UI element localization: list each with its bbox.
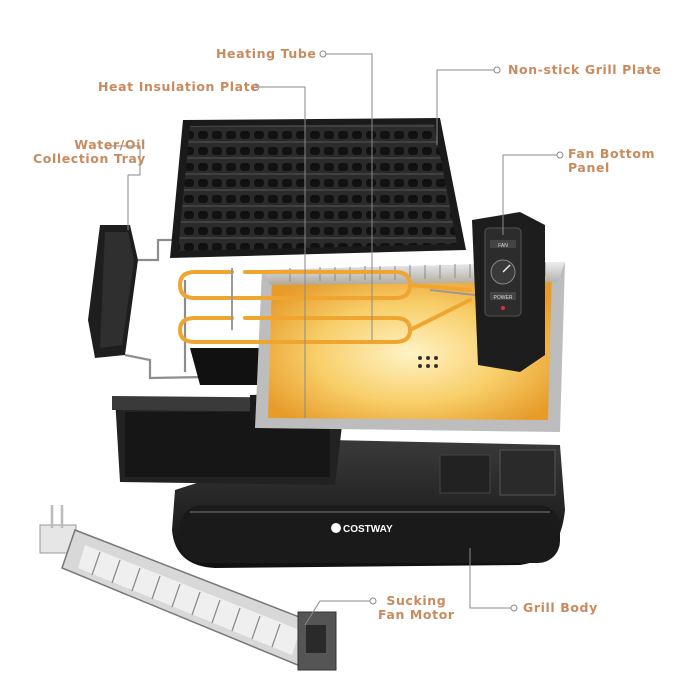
- label-grill-body: Grill Body: [523, 600, 598, 615]
- fan-bottom-panel: FAN POWER: [472, 212, 545, 372]
- sucking-fan-motor: [39, 505, 337, 671]
- leader-lines: [104, 50, 564, 626]
- heating-tube: [177, 270, 472, 344]
- label-heating-tube: Heating Tube: [216, 46, 317, 61]
- svg-text:POWER: POWER: [494, 295, 513, 301]
- label-sucking-fan-motor: Sucking Fan Motor: [378, 593, 455, 622]
- svg-text:FAN: FAN: [498, 243, 508, 249]
- label-water-oil-tray: Water/Oil Collection Tray: [33, 137, 146, 166]
- svg-text:COSTWAY: COSTWAY: [343, 524, 393, 535]
- tray-handle: [88, 225, 138, 358]
- label-heat-insulation-plate: Heat Insulation Plate: [98, 79, 260, 94]
- brand-logo: COSTWAY: [331, 523, 393, 535]
- nonstick-grill-plate: [170, 118, 466, 258]
- label-fan-bottom-panel: Fan Bottom Panel: [568, 146, 656, 175]
- heating-tube-bracket: [231, 268, 476, 330]
- label-nonstick-grill-plate: Non-stick Grill Plate: [508, 62, 662, 77]
